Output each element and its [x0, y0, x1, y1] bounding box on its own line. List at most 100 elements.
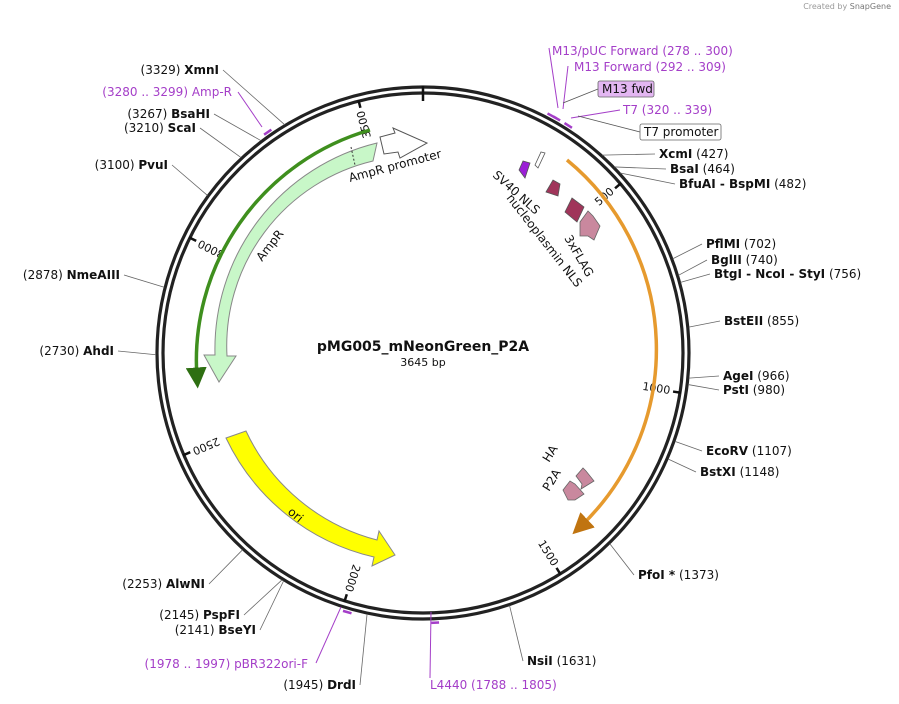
plasmid-size: 3645 bp — [400, 356, 445, 369]
enzyme-line — [213, 113, 262, 142]
enzyme-site: (2730) AhdI — [39, 344, 114, 358]
enzyme-line — [602, 153, 656, 156]
enzyme-site: (3267) BsaHI — [127, 107, 210, 121]
primer-leader — [548, 47, 559, 109]
enzyme-site: EcoRV (1107) — [706, 444, 792, 458]
enzyme-line — [688, 375, 720, 379]
primer-label: M13/pUC Forward (278 .. 300) — [552, 44, 733, 58]
enzyme-line — [678, 259, 708, 276]
enzyme-site: (2253) AlwNI — [122, 577, 205, 591]
sv40-nls-marker — [534, 151, 546, 169]
ampr-arrow — [203, 142, 378, 383]
t7-promoter-box: T7 promoter — [577, 115, 722, 141]
sv40-nls-icon — [518, 160, 531, 179]
enzyme-line — [208, 549, 243, 585]
primer-mark — [552, 115, 561, 122]
enzyme-site: (2878) NmeAIII — [23, 268, 120, 282]
enzyme-site: BsaI (464) — [670, 162, 735, 176]
enzyme-site: (2145) PspFI — [159, 608, 240, 622]
primer-leader — [315, 606, 342, 664]
enzyme-site: (3210) ScaI — [124, 121, 196, 135]
3xflag-arrow — [579, 210, 601, 241]
primer-leader — [237, 91, 263, 128]
primer-mark — [342, 609, 352, 615]
enzyme-line — [123, 274, 165, 288]
enzyme-site: PstI (980) — [723, 383, 785, 397]
enzyme-line — [117, 350, 157, 356]
bp-tick-500 — [614, 182, 622, 190]
bp-tick-label-1500: 1500 — [535, 538, 561, 569]
enzyme-line — [674, 441, 703, 452]
bp-tick-1000 — [672, 390, 682, 395]
ampr-promoter-arrow — [379, 127, 429, 159]
ori-arrow — [225, 430, 396, 567]
enzyme-line — [222, 69, 285, 125]
plasmid-name: pMG005_mNeonGreen_P2A — [317, 339, 529, 355]
enzyme-site: BstXI (1148) — [700, 465, 779, 479]
enzyme-site: BtgI - NcoI - StyI (756) — [714, 267, 861, 281]
ha-label: HA — [540, 442, 561, 465]
nucleoplasmin-nls-icon — [545, 179, 561, 197]
primer-leader — [570, 109, 621, 119]
enzyme-site: (3329) XmnI — [141, 63, 219, 77]
enzyme-line — [243, 579, 283, 616]
enzyme-line — [199, 127, 242, 158]
p2a-label: P2A — [540, 466, 565, 494]
enzyme-site: BstEII (855) — [724, 314, 799, 328]
primer-leader — [562, 65, 569, 110]
primer-label: (3280 .. 3299) Amp-R — [102, 85, 232, 99]
enzyme-line — [171, 164, 208, 196]
enzyme-line — [680, 273, 711, 283]
snapgene-brand: SnapGene — [849, 2, 891, 11]
bp-tick-2000 — [343, 593, 348, 603]
ampr-dotted-divider — [350, 146, 356, 166]
enzyme-site: (3100) PvuI — [95, 158, 168, 172]
bp-tick-3000 — [188, 236, 197, 243]
enzyme-line — [667, 458, 697, 473]
enzyme-line — [259, 580, 285, 631]
primer-leader — [429, 611, 432, 679]
enzyme-line — [672, 243, 703, 260]
enzyme-site: (2141) BseYI — [175, 623, 256, 637]
enzyme-site: PfoI * (1373) — [638, 568, 719, 582]
green-feature-arc — [185, 128, 371, 389]
bp-tick-label-1000: 1000 — [641, 380, 671, 397]
credit-prefix: Created by — [803, 2, 848, 11]
p2a-arrow — [562, 480, 585, 501]
enzyme-labels: (3329) XmnI (3267) BsaHI(3210) ScaI (3100)… — [23, 63, 861, 692]
m13-fwd-label: M13 fwd — [602, 82, 653, 96]
primer-mark — [263, 128, 273, 136]
bp-tick-label-2000: 2000 — [342, 563, 363, 594]
primer-label: T7 (320 .. 339) — [622, 103, 712, 117]
enzyme-site: BfuAI - BspMI (482) — [679, 177, 806, 191]
primer-label: L4440 (1788 .. 1805) — [430, 678, 557, 692]
snapgene-credit: Created by SnapGene — [803, 2, 891, 11]
ha-arrow — [575, 467, 595, 490]
enzyme-site: BglII (740) — [711, 253, 778, 267]
3xflag-icon — [564, 197, 585, 223]
enzyme-line — [359, 614, 368, 686]
enzyme-site: PflMI (702) — [706, 237, 776, 251]
t7-promoter-label: T7 promoter — [643, 125, 719, 139]
primer-label: M13 Forward (292 .. 309) — [574, 60, 726, 74]
bp-tick-label-2500: 2500 — [191, 435, 222, 458]
enzyme-leader-lines — [117, 69, 721, 686]
bp-tick-1500 — [555, 567, 562, 576]
primer-labels: M13/pUC Forward (278 .. 300) M13 Forward … — [102, 44, 732, 692]
enzyme-line — [609, 543, 635, 576]
enzyme-line — [688, 384, 720, 391]
enzyme-site: NsiI (1631) — [527, 654, 596, 668]
m13-fwd-box: M13 fwd — [562, 80, 655, 104]
primer-label: (1978 .. 1997) pBR322ori-F — [145, 657, 309, 671]
enzyme-site: (1945) DrdI — [283, 678, 356, 692]
primer-mark — [563, 121, 573, 129]
enzyme-line — [688, 320, 721, 328]
enzyme-site: AgeI (966) — [723, 369, 790, 383]
bp-tick-2500 — [182, 451, 191, 457]
orange-feature-arc — [565, 158, 659, 535]
primer-marks — [237, 47, 621, 679]
enzyme-line — [509, 605, 524, 662]
enzyme-line — [620, 172, 676, 185]
bp-tick-3500 — [357, 99, 362, 109]
